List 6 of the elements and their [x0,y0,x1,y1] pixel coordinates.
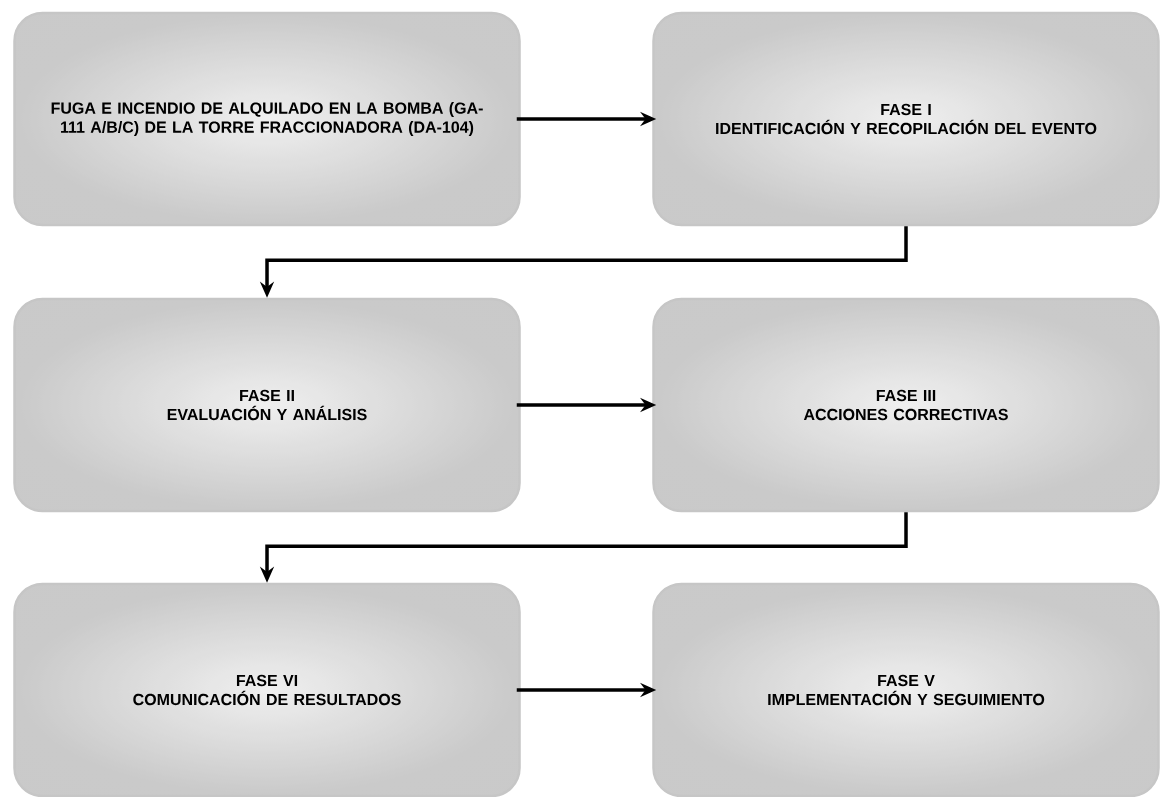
process-box: FASE II EVALUACIÓN Y ANÁLISIS [13,297,521,513]
process-box: FASE I IDENTIFICACIÓN Y RECOPILACIÓN DEL EVENTO [652,11,1160,227]
process-box: FUGA E INCENDIO DE ALQUILADO EN LA BOMBA (GA-111 A/B/C) DE LA TORRE FRACCIONADORA (DA-104) [13,11,521,227]
process-box: FASE V IMPLEMENTACIÓN Y SEGUIMIENTO [652,582,1160,797]
process-box: FASE III ACCIONES CORRECTIVAS [652,297,1160,513]
process-box: FASE VI COMUNICACIÓN DE RESULTADOS [13,582,521,797]
